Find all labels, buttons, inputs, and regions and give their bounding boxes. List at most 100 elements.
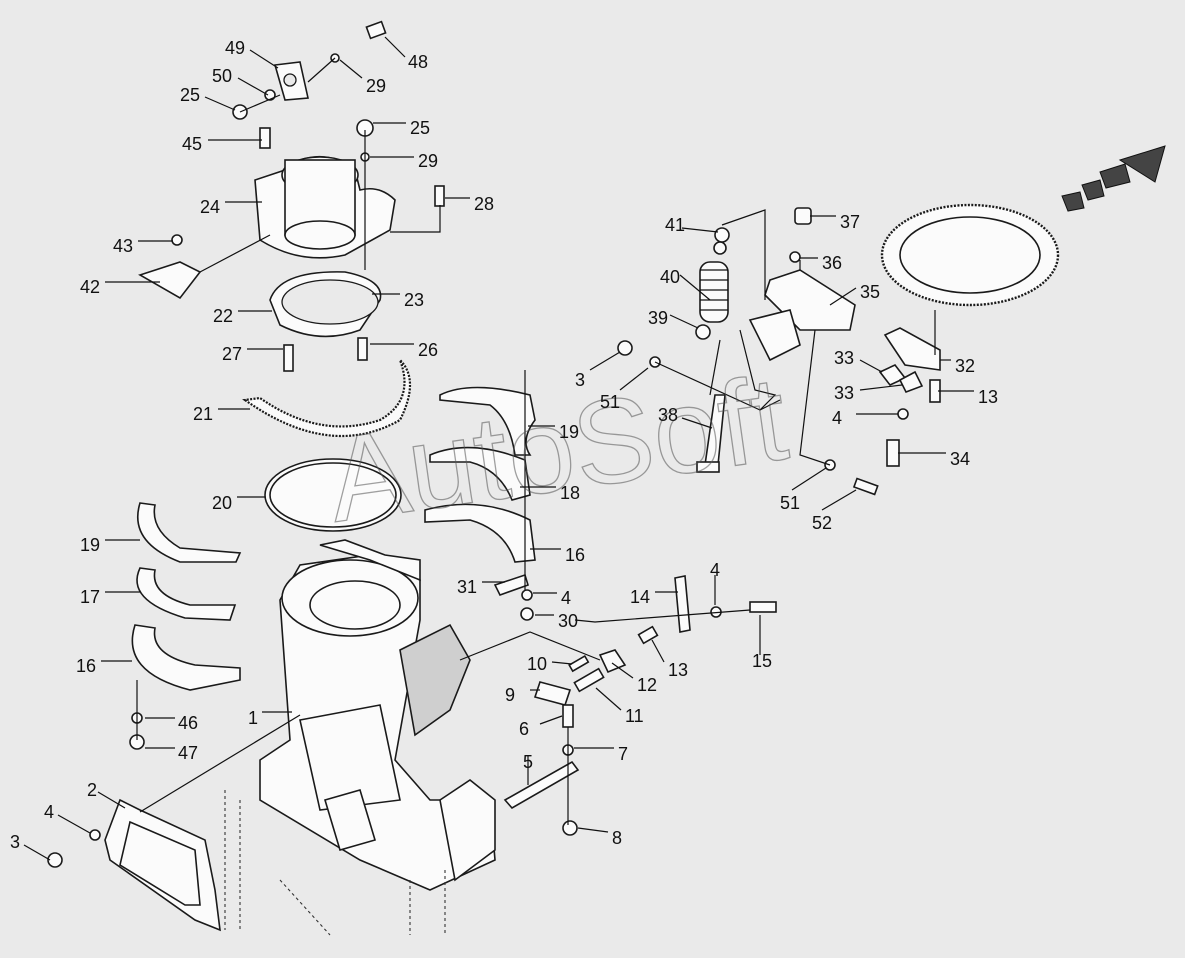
callout-leader [611,662,634,679]
side-plate [104,798,221,932]
main-housing [224,539,496,936]
callout-label: 17 [80,587,100,607]
callout-label: 35 [860,282,880,302]
callout-leader [679,274,711,301]
callout-label: 5 [523,752,533,772]
callout-leader [23,844,51,861]
callout-leader [57,814,91,834]
callout-label: 37 [840,212,860,232]
callout-label: 16 [565,545,585,565]
callout-leader [669,314,699,329]
callout-leader [249,49,279,69]
plate-42 [138,261,202,300]
callout-leader [829,287,857,306]
direction-arrow-icon [1061,145,1166,212]
callout-label: 9 [505,685,515,705]
bar-5 [503,760,580,810]
callout-label: 28 [474,194,494,214]
callout-leader [539,715,563,725]
callout-leader [651,639,665,663]
plate-31 [493,573,529,596]
callout-leader [204,96,236,111]
callout-label: 13 [668,660,688,680]
callout-label: 6 [519,719,529,739]
callout-label: 43 [113,236,133,256]
callout-leader [237,77,269,96]
segment-16-right [424,503,536,563]
callout-label: 25 [180,85,200,105]
callout-label: 47 [178,743,198,763]
fasteners [47,20,941,868]
stud-38 [696,394,726,473]
wedges-33 [878,364,924,394]
callout-label: 29 [366,76,386,96]
callout-label: 52 [812,513,832,533]
callout-label: 23 [404,290,424,310]
callout-leader [551,661,573,665]
callout-label: 25 [410,118,430,138]
callout-label: 10 [527,654,547,674]
segment-19-left [136,502,242,563]
callout-label: 4 [561,588,571,608]
callout-label: 50 [212,66,232,86]
callout-leader [859,384,903,391]
callout-leader [339,59,363,79]
callout-label: 32 [955,356,975,376]
plate-9 [533,681,572,706]
callout-leader [859,359,883,373]
callout-leader [595,687,622,711]
callout-label: 21 [193,404,213,424]
callout-label: 3 [10,832,20,852]
block-12 [598,649,627,674]
callout-label: 13 [978,387,998,407]
callout-label: 14 [630,587,650,607]
bracket-35 [748,269,856,362]
lever-14 [674,575,691,633]
callout-label: 27 [222,344,242,364]
callout-label: 20 [212,493,232,513]
callout-label: 22 [213,306,233,326]
callout-label: 39 [648,308,668,328]
callout-label: 34 [950,449,970,469]
callout-label: 31 [457,577,477,597]
callout-label: 18 [560,483,580,503]
callout-label: 33 [834,383,854,403]
callout-leader [577,827,609,833]
callout-label: 24 [200,197,220,217]
callout-label: 4 [710,560,720,580]
callout-leader [97,791,126,809]
callout-label: 1 [248,708,258,728]
callout-label: 3 [575,370,585,390]
callout-label: 16 [76,656,96,676]
callout-label: 46 [178,713,198,733]
callout-label: 51 [600,392,620,412]
callout-label: 2 [87,780,97,800]
callout-leader [681,417,713,429]
callout-label: 19 [559,422,579,442]
segment-19-right [439,386,536,456]
callout-leader [384,36,406,58]
ring-gear-large [880,203,1060,307]
callout-label: 49 [225,38,245,58]
callout-label: 38 [658,405,678,425]
callout-label: 4 [832,408,842,428]
watermark-text: AutoSoft [320,351,794,548]
callout-leader [589,351,621,371]
spring-40 [699,261,729,323]
callout-label: 19 [80,535,100,555]
callout-label: 4 [44,802,54,822]
callout-label: 42 [80,277,100,297]
callout-label: 33 [834,348,854,368]
callout-label: 29 [418,151,438,171]
callout-label: 12 [637,675,657,695]
bearing-cap-24 [254,155,396,259]
segment-18-right [429,446,531,501]
callout-label: 36 [822,253,842,273]
callout-leader [681,227,719,233]
callout-label: 26 [418,340,438,360]
callout-label: 40 [660,267,680,287]
callout-label: 51 [780,493,800,513]
